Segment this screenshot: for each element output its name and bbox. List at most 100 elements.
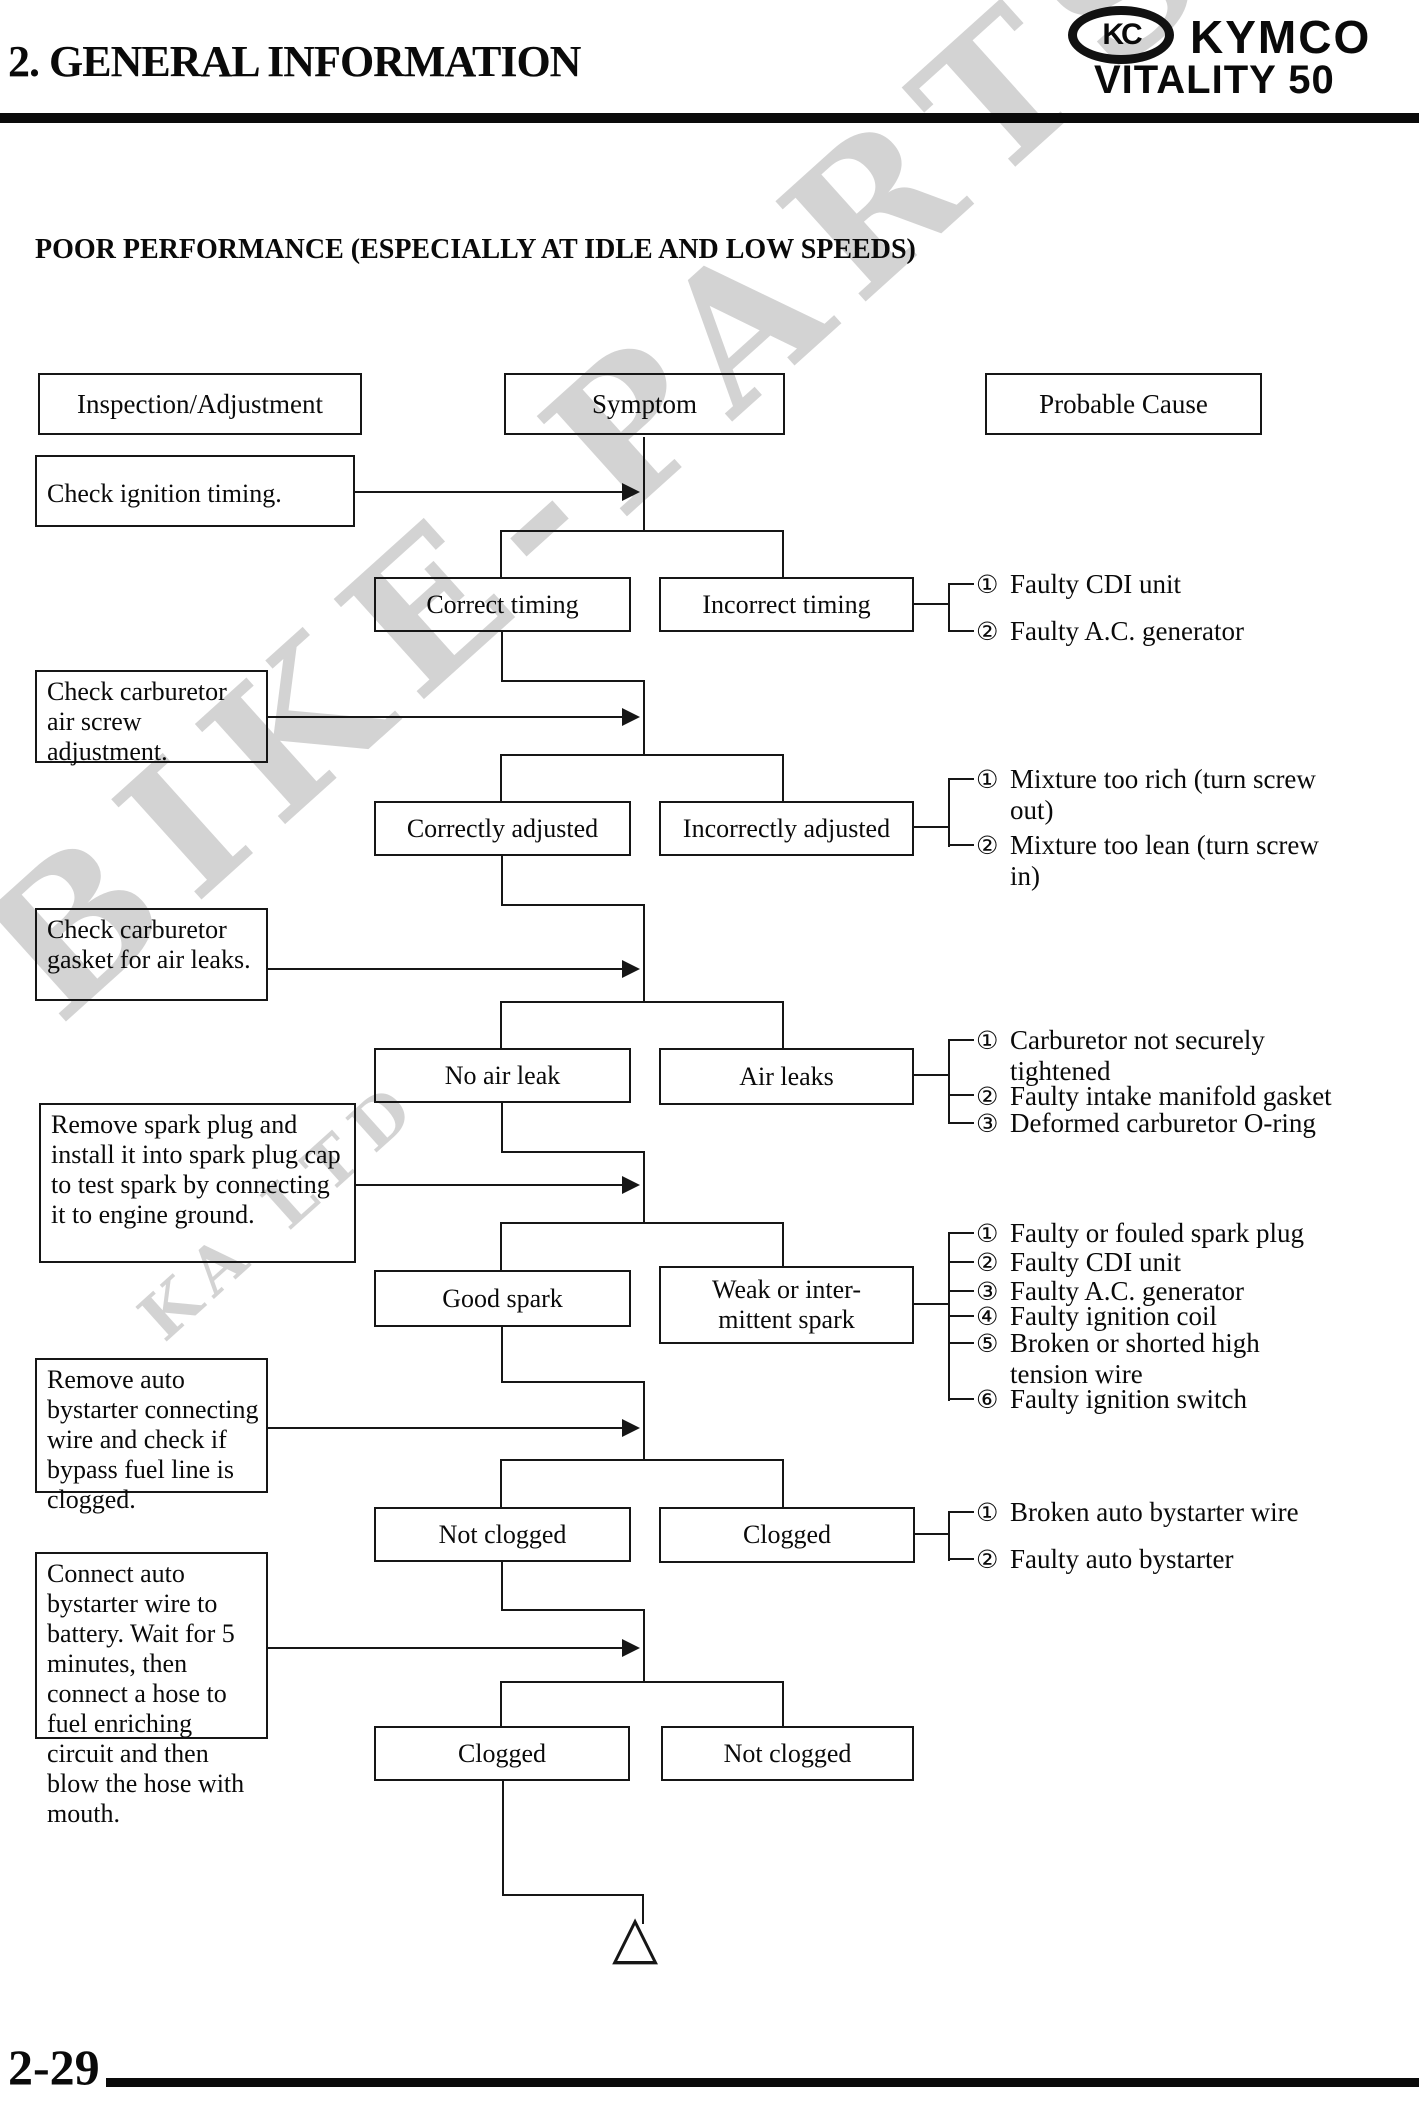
bracket-line [948, 1094, 974, 1096]
inspection-step-2: Check carburetor air screw adjustment. [35, 670, 268, 766]
connector-line [782, 754, 784, 801]
result-fail-5: Clogged [659, 1507, 915, 1563]
arrow-head-icon [622, 1419, 640, 1437]
connector-line [643, 1151, 645, 1223]
connector-line [501, 1562, 503, 1611]
connector-line [643, 437, 645, 531]
cause-number: ② [976, 617, 999, 646]
page-title: POOR PERFORMANCE (ESPECIALLY AT IDLE AND… [35, 234, 916, 265]
probable-cause-item: ② Faulty CDI unit [976, 1247, 1181, 1278]
cause-number: ③ [976, 1109, 999, 1138]
cause-number: ③ [976, 1277, 999, 1306]
bracket-line [948, 1039, 950, 1124]
bracket-line [948, 1261, 974, 1263]
cause-text: Mixture too rich (turn screw out) [1010, 764, 1316, 825]
cause-text: Faulty A.C. generator [1010, 1276, 1244, 1306]
cause-text: Deformed carburetor O-ring [1010, 1108, 1316, 1138]
cause-text: Faulty CDI unit [1010, 1247, 1182, 1277]
bracket-line [914, 1074, 948, 1076]
cause-number: ⑥ [976, 1385, 999, 1414]
probable-cause-item: ④ Faulty ignition coil [976, 1301, 1217, 1332]
cause-text: Faulty ignition coil [1010, 1301, 1217, 1331]
probable-cause-item: ② Faulty intake manifold gasket [976, 1081, 1332, 1112]
connector-line [643, 1381, 645, 1460]
section-title: 2. GENERAL INFORMATION [8, 37, 581, 86]
connector-line [356, 1184, 622, 1186]
connector-line [501, 1381, 645, 1383]
result-fail-2: Incorrectly adjusted [659, 801, 914, 856]
cause-number: ① [976, 570, 999, 599]
connector-line [501, 1327, 503, 1383]
bracket-line [948, 583, 974, 585]
probable-cause-item: ③ Faulty A.C. generator [976, 1276, 1244, 1307]
bracket-line [948, 1039, 974, 1041]
cause-text: Mixture too lean (turn screw in) [1010, 830, 1319, 891]
connector-line [782, 1459, 784, 1507]
column-header-probable-cause: Probable Cause [985, 373, 1262, 435]
cause-number: ② [976, 1248, 999, 1277]
bracket-line [948, 1511, 950, 1561]
connector-line [500, 1222, 784, 1224]
bracket-line [948, 778, 950, 847]
cause-number: ① [976, 1026, 999, 1055]
cause-text: Faulty or fouled spark plug [1010, 1218, 1304, 1248]
page-number: 2-29 [8, 2039, 100, 2095]
connector-line [782, 1222, 784, 1266]
connector-line [643, 1609, 645, 1682]
result-fail-3: Air leaks [659, 1048, 914, 1105]
cause-number: ① [976, 1219, 999, 1248]
inspection-step-1: Check ignition timing. [35, 455, 355, 527]
inspection-step-3: Check carburetor gasket for air leaks. [35, 908, 268, 1001]
connector-line [501, 856, 503, 906]
model-name: VITALITY 50 [1094, 58, 1335, 102]
bracket-line [948, 583, 950, 632]
connector-line [500, 754, 502, 801]
connector-line [643, 680, 645, 755]
result-pass-3: No air leak [374, 1048, 631, 1103]
probable-cause-item: ② Mixture too lean (turn screw in) [976, 830, 1319, 892]
connector-line [500, 1681, 784, 1683]
connector-line [501, 1609, 645, 1611]
bracket-line [915, 1533, 949, 1535]
kymco-logo-monogram: KC [1102, 18, 1142, 51]
connector-line [268, 716, 622, 718]
inspection-step-6: Connect auto bystarter wire to battery. … [35, 1552, 268, 1828]
column-header-symptom: Symptom [504, 373, 785, 435]
cause-text: Faulty auto bystarter [1010, 1544, 1234, 1574]
cause-number: ⑤ [976, 1329, 999, 1358]
connector-line [500, 754, 784, 756]
bracket-line [948, 1511, 974, 1513]
cause-number: ② [976, 1082, 999, 1111]
connector-line [501, 1103, 503, 1153]
bracket-line [948, 1290, 974, 1292]
bracket-line [948, 844, 974, 846]
cause-text: Carburetor not securely tightened [1010, 1025, 1265, 1086]
connector-line [501, 680, 645, 682]
bracket-line [914, 603, 948, 605]
arrow-head-icon [622, 1176, 640, 1194]
result-pass-4: Good spark [374, 1270, 631, 1327]
cause-text: Faulty CDI unit [1010, 569, 1182, 599]
connector-line [501, 1151, 645, 1153]
connector-line [500, 1001, 502, 1048]
connector-line [355, 491, 622, 493]
bracket-line [948, 1398, 974, 1400]
connector-line [500, 1001, 784, 1003]
arrow-head-icon [622, 1639, 640, 1657]
cause-number: ① [976, 1498, 999, 1527]
probable-cause-item: ② Faulty A.C. generator [976, 616, 1244, 647]
connector-line [782, 1681, 784, 1726]
cause-text: Faulty A.C. generator [1010, 616, 1244, 646]
connector-line [500, 1459, 784, 1461]
probable-cause-item: ① Carburetor not securely tightened [976, 1025, 1265, 1087]
connector-line [500, 530, 784, 532]
connector-line [501, 904, 645, 906]
arrow-head-icon [622, 960, 640, 978]
probable-cause-item: ⑥ Faulty ignition switch [976, 1384, 1247, 1415]
arrow-head-icon [622, 483, 640, 501]
cause-text: Broken or shorted high tension wire [1010, 1328, 1260, 1389]
probable-cause-item: ① Broken auto bystarter wire [976, 1497, 1299, 1528]
cause-text: Faulty ignition switch [1010, 1384, 1248, 1414]
column-header-inspection: Inspection/Adjustment [38, 373, 362, 435]
